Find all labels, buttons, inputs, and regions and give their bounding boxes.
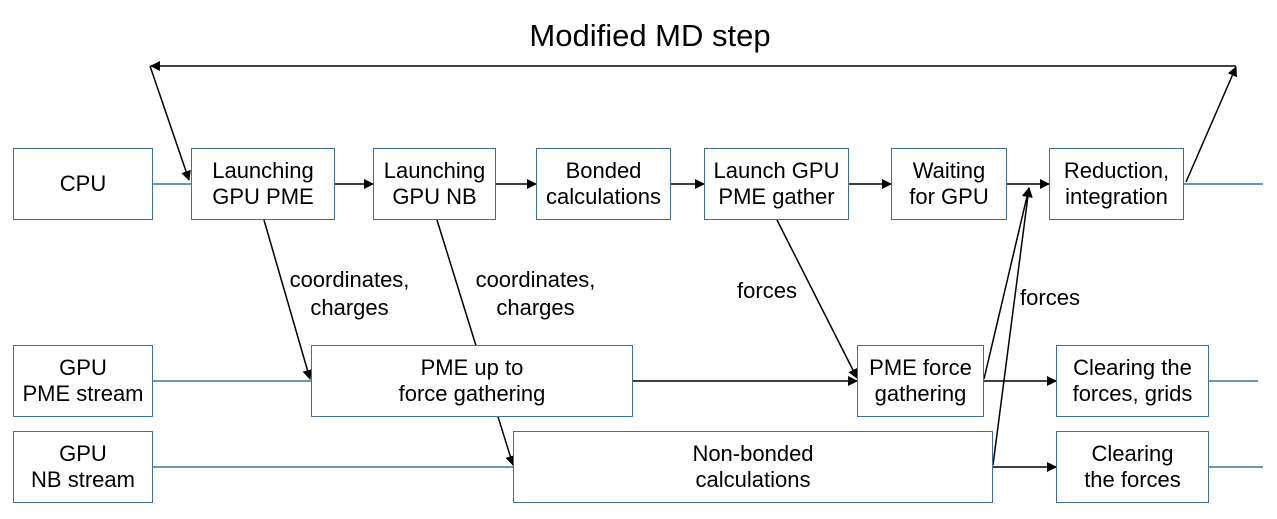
bonded-label-1: Bonded bbox=[565, 158, 642, 183]
forces-return-label: forces bbox=[1020, 285, 1080, 310]
clear-forces-label-1: Clearing bbox=[1091, 441, 1174, 466]
reduction-label-2: integration bbox=[1065, 184, 1168, 209]
coords-nb-line-2: charges bbox=[496, 295, 575, 320]
coords-charges-pme-label: coordinates, charges bbox=[277, 266, 422, 322]
pme-up-to-label-2: force gathering bbox=[398, 381, 546, 406]
coords-pme-line-1: coordinates, bbox=[289, 267, 410, 292]
cpu-lane-label: CPU bbox=[59, 171, 107, 196]
pme-stream-label-1: GPU bbox=[59, 355, 107, 380]
lane-lines bbox=[153, 183, 1263, 468]
waiting-label-2: for GPU bbox=[909, 184, 989, 209]
reduction-label-1: Reduction, bbox=[1063, 158, 1170, 183]
pme-forces-return-arrow bbox=[983, 187, 1032, 380]
launch-gather-label-2: PME gather bbox=[718, 184, 835, 209]
cpu-lane-box: CPU bbox=[13, 148, 153, 220]
clear-forces-label-2: the forces bbox=[1084, 467, 1181, 492]
coords-pme-line-2: charges bbox=[310, 295, 389, 320]
coords-nb-line-1: coordinates, bbox=[475, 267, 596, 292]
reduction-integration-box: Reduction,integration bbox=[1049, 148, 1184, 220]
forces-to-gather-arrow bbox=[776, 219, 858, 379]
nonbonded-label-1: Non-bonded bbox=[692, 441, 814, 466]
nonbonded-label-2: calculations bbox=[695, 467, 811, 492]
clear-grids-label-2: forces, grids bbox=[1072, 381, 1193, 406]
nb-forces-return-arrow bbox=[992, 187, 1033, 466]
launch-gather-label-1: Launch GPU bbox=[713, 158, 840, 183]
waiting-label-1: Waiting bbox=[912, 158, 986, 183]
launch-gpu-pme-label-1: Launching bbox=[212, 158, 314, 183]
reduction-to-loop-arrow bbox=[1185, 66, 1237, 183]
pme-gather-label-1: PME force bbox=[869, 355, 972, 380]
clear-grids-label-1: Clearing the bbox=[1073, 355, 1192, 380]
loop-to-launch-arrow bbox=[149, 65, 191, 181]
coords-charges-nb-label: coordinates, charges bbox=[463, 266, 608, 322]
coords-to-pme-arrow bbox=[263, 219, 313, 380]
nb-stream-label-2: NB stream bbox=[31, 467, 135, 492]
coords-to-nb-arrow bbox=[436, 219, 516, 466]
pme-stream-label-2: PME stream bbox=[22, 381, 144, 406]
pme-gather-label-2: gathering bbox=[874, 381, 967, 406]
diagram-title: Modified MD step bbox=[529, 18, 771, 53]
nb-stream-label-1: GPU bbox=[59, 441, 107, 466]
launch-gpu-nb-label-2: GPU NB bbox=[392, 184, 477, 209]
forces-to-gather-label: forces bbox=[737, 278, 797, 303]
arrows bbox=[149, 61, 1237, 472]
launch-gpu-pme-label-2: GPU PME bbox=[212, 184, 314, 209]
bonded-label-2: calculations bbox=[546, 184, 661, 209]
launch-gpu-nb-label-1: Launching bbox=[383, 158, 486, 183]
pme-up-to-label-1: PME up to bbox=[420, 355, 524, 380]
